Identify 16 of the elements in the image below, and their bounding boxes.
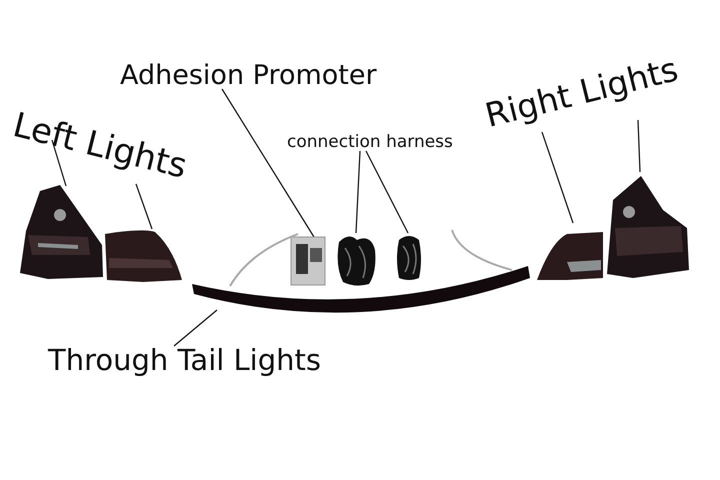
- leader-line: [222, 88, 314, 238]
- part-label: Right Lights: [482, 52, 682, 132]
- leader-line: [174, 310, 218, 346]
- part-label: Through Tail Lights: [48, 346, 322, 375]
- part-label: Left Lights: [10, 108, 190, 184]
- leader-line: [365, 150, 409, 234]
- part-label: Adhesion Promoter: [120, 62, 377, 89]
- leader-line: [541, 132, 574, 224]
- leader-line: [135, 184, 153, 230]
- leader-line: [51, 140, 67, 186]
- package-drawing: [290, 236, 326, 286]
- tail-light-drawing: [103, 228, 183, 282]
- tail-light-drawing: [18, 185, 104, 281]
- leader-line: [355, 150, 361, 234]
- part-label: connection harness: [287, 134, 453, 151]
- leader-line: [637, 120, 641, 172]
